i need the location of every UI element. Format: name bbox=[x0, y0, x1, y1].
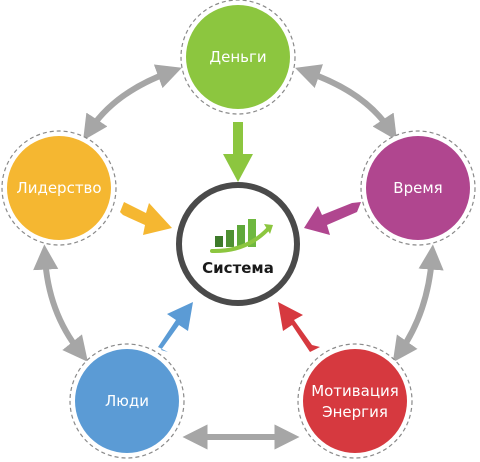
node-motivation-label-line1: Мотивация bbox=[311, 382, 399, 400]
cycle-arrow-time-motivation bbox=[392, 244, 444, 363]
node-motivation: Мотивация Энергия bbox=[297, 343, 413, 459]
inward-arrow-leadership bbox=[120, 202, 172, 235]
node-leadership-label: Лидерство bbox=[16, 179, 101, 197]
cycle-arrows bbox=[33, 64, 444, 450]
inward-arrow-time bbox=[304, 202, 361, 235]
node-motivation-label-line2: Энергия bbox=[322, 403, 388, 421]
center-node: Система bbox=[176, 182, 300, 306]
center-label: Система bbox=[202, 259, 274, 277]
cycle-arrow-money-time bbox=[295, 64, 397, 141]
inward-arrow-motivation bbox=[278, 302, 320, 352]
node-people-label: Люди bbox=[105, 392, 149, 410]
cycle-arrow-leadership-money bbox=[83, 64, 182, 141]
node-money-label: Деньги bbox=[209, 48, 266, 66]
node-people: Люди bbox=[69, 343, 185, 459]
inward-arrow-money bbox=[223, 122, 253, 182]
node-leadership: Лидерство bbox=[1, 130, 117, 246]
node-time: Время bbox=[360, 130, 476, 246]
node-time-label: Время bbox=[393, 179, 442, 197]
growth-chart-icon bbox=[210, 219, 273, 254]
inward-arrow-people bbox=[158, 302, 193, 352]
node-money: Деньги bbox=[180, 0, 296, 115]
cycle-arrow-people-leadership bbox=[33, 244, 88, 362]
